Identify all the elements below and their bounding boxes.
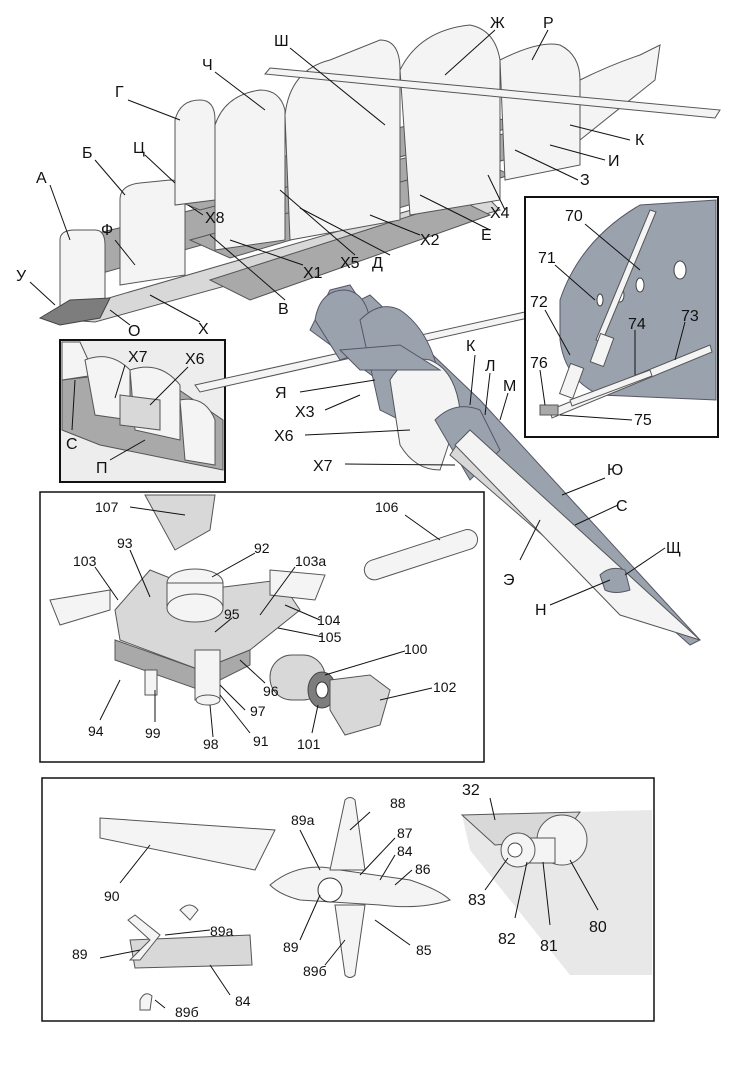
label: Х <box>198 321 209 338</box>
label: 82 <box>498 931 516 948</box>
label: Ц <box>133 140 145 157</box>
label: Ч <box>202 57 213 74</box>
rotor-hub-panel: 107 106 92 103а 103 93 95 104 105 100 10… <box>39 491 485 763</box>
label: Х2 <box>420 232 440 249</box>
label: 85 <box>416 942 432 958</box>
label: Ю <box>607 462 623 479</box>
label: Б <box>82 145 93 162</box>
label: У <box>16 268 27 285</box>
label: 104 <box>317 612 341 628</box>
label: 89б <box>175 1004 199 1020</box>
tail-rotor-labels: 88 89а 87 84 86 90 89 85 89б 89а 89 84 8… <box>72 795 432 1020</box>
label: 93 <box>117 535 133 551</box>
label: 91 <box>253 733 269 749</box>
label: П <box>96 460 108 477</box>
label: 75 <box>634 412 652 429</box>
label: В <box>278 301 289 318</box>
label: Х8 <box>205 210 225 227</box>
fuselage-frame-drawing <box>38 24 721 326</box>
label: Р <box>543 15 554 32</box>
fuselage-labels: А Б Ц Г Ч Ш Ж Р К И З Х4 Е Д Х2 Х5 Х1 В <box>16 15 645 340</box>
label: Ж <box>490 15 505 32</box>
label: 84 <box>397 843 413 859</box>
label: 103 <box>73 553 97 569</box>
label: 89а <box>210 923 234 939</box>
label: 84 <box>235 993 251 1009</box>
label: К <box>635 132 645 149</box>
label: Х6 <box>185 351 205 368</box>
label: Х1 <box>303 265 323 282</box>
label: 70 <box>565 208 583 225</box>
label: 88 <box>390 795 406 811</box>
label: И <box>608 153 620 170</box>
label: 101 <box>297 736 321 752</box>
label: Н <box>535 602 547 619</box>
label: 99 <box>145 725 161 741</box>
label: Д <box>372 255 383 272</box>
label: 89б <box>303 963 327 979</box>
label: Я <box>275 385 287 402</box>
label: 76 <box>530 355 548 372</box>
label: 83 <box>468 892 486 909</box>
label: Щ <box>666 540 681 557</box>
label: 86 <box>415 861 431 877</box>
label: 72 <box>530 294 548 311</box>
label: 89 <box>72 946 88 962</box>
label: Х5 <box>340 255 360 272</box>
label: Ф <box>101 222 113 239</box>
label: 71 <box>538 250 556 267</box>
label: З <box>580 172 590 189</box>
tail-rotor-panel: 88 89а 87 84 86 90 89 85 89б 89а 89 84 8… <box>41 777 655 1022</box>
label: 100 <box>404 641 428 657</box>
label: 74 <box>628 316 646 333</box>
label: Ш <box>274 33 289 50</box>
label: 32 <box>462 782 480 799</box>
inset-right: 70 71 72 73 74 76 75 <box>524 196 719 438</box>
label: Х7 <box>128 349 148 366</box>
inset-left: Х7 Х6 С П <box>59 339 226 483</box>
label: 95 <box>224 606 240 622</box>
label: 87 <box>397 825 413 841</box>
tail-boom-drawing: Я Х3 Х6 Х7 К Л М Ю С Э Щ Н <box>194 284 701 646</box>
label: Х4 <box>490 205 510 222</box>
label: С <box>616 498 628 515</box>
label: О <box>128 323 140 340</box>
rotor-hub-labels: 107 106 92 103а 103 93 95 104 105 100 10… <box>73 499 457 752</box>
label: Л <box>485 358 496 375</box>
label: Х3 <box>295 404 315 421</box>
label: 106 <box>375 499 399 515</box>
label: 98 <box>203 736 219 752</box>
label: Х6 <box>274 428 294 445</box>
label: С <box>66 436 78 453</box>
label: 90 <box>104 888 120 904</box>
label: К <box>466 338 476 355</box>
label: 103а <box>295 553 326 569</box>
label: 81 <box>540 938 558 955</box>
label: Е <box>481 227 492 244</box>
exhaust-labels: 32 83 82 81 80 <box>462 782 607 955</box>
label: Э <box>503 572 515 589</box>
label: Г <box>115 84 124 101</box>
label: 96 <box>263 683 279 699</box>
label: 102 <box>433 679 457 695</box>
label: 107 <box>95 499 119 515</box>
label: 97 <box>250 703 266 719</box>
label: 80 <box>589 919 607 936</box>
label: А <box>36 170 47 187</box>
label: М <box>503 378 516 395</box>
label: 89 <box>283 939 299 955</box>
label: 89а <box>291 812 315 828</box>
label: 94 <box>88 723 104 739</box>
label: 73 <box>681 308 699 325</box>
label: Х7 <box>313 458 333 475</box>
label: 105 <box>318 629 342 645</box>
label: 92 <box>254 540 270 556</box>
